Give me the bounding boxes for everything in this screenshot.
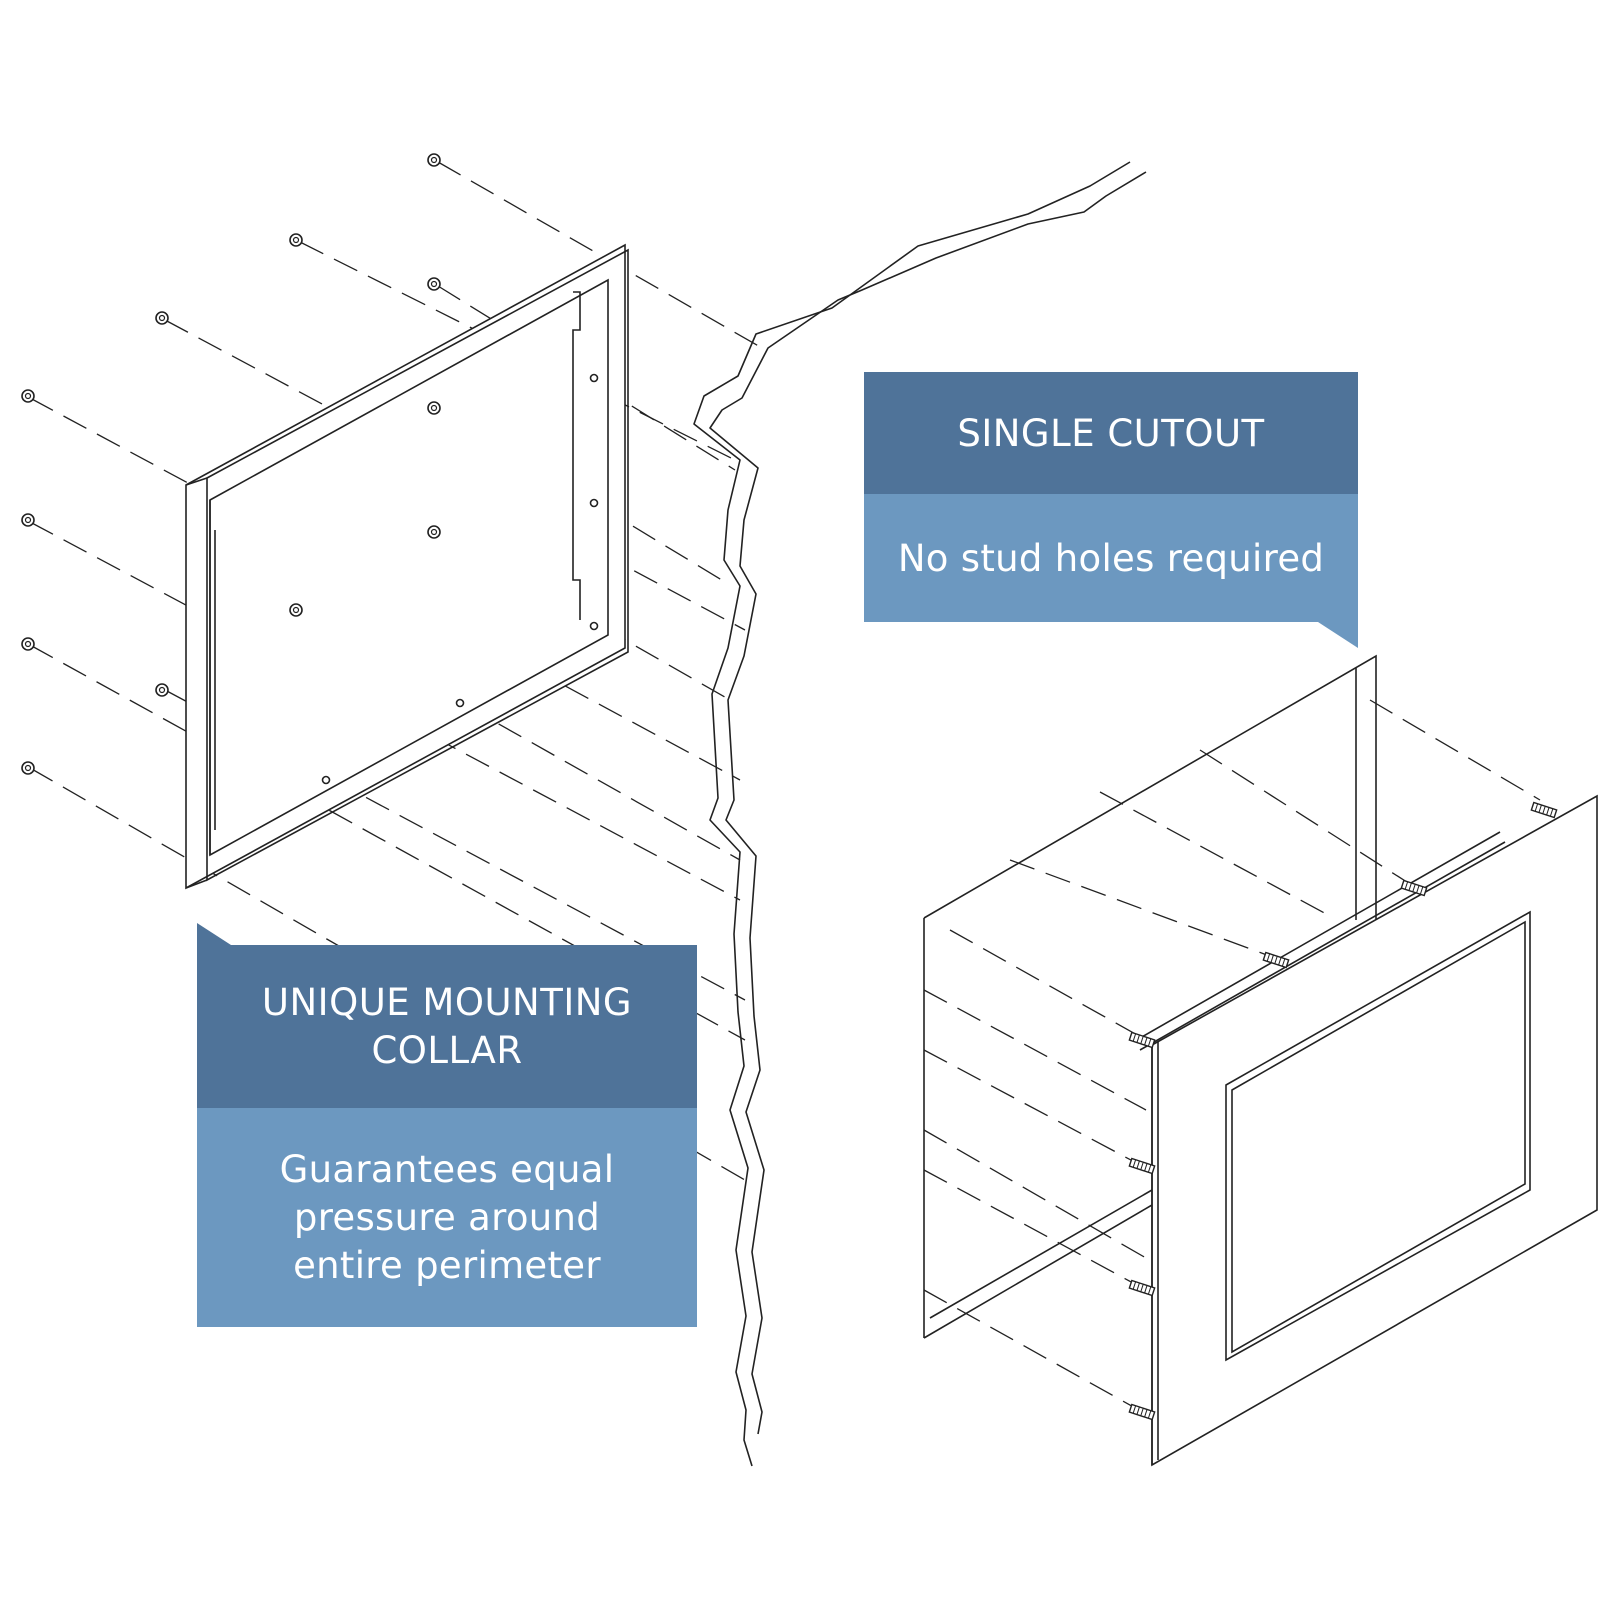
callout-single-cutout-pointer (1318, 622, 1358, 648)
callout-mounting-collar-description: Guarantees equal pressure around entire … (279, 1147, 615, 1287)
callout-single-cutout-title-band: SINGLE CUTOUT (864, 372, 1358, 494)
callout-mounting-collar: UNIQUE MOUNTING COLLAR Guarantees equal … (197, 945, 697, 1327)
wall-break (693, 161, 1147, 1467)
callout-mounting-collar-description-band: Guarantees equal pressure around entire … (197, 1108, 697, 1327)
dashed-guides-right (923, 699, 1541, 1415)
callout-single-cutout-description-band: No stud holes required (864, 494, 1358, 622)
callout-mounting-collar-title: UNIQUE MOUNTING COLLAR (261, 980, 633, 1072)
callout-single-cutout-title: SINGLE CUTOUT (957, 411, 1265, 455)
mounting-collar (185, 243, 629, 890)
callout-mounting-collar-title-band: UNIQUE MOUNTING COLLAR (197, 945, 697, 1108)
callout-single-cutout-description: No stud holes required (897, 536, 1325, 580)
display-bezel (1151, 794, 1598, 1467)
callout-mounting-collar-pointer (197, 923, 231, 945)
display-enclosure-box (923, 654, 1506, 1339)
callout-single-cutout: SINGLE CUTOUT No stud holes required (864, 372, 1358, 622)
